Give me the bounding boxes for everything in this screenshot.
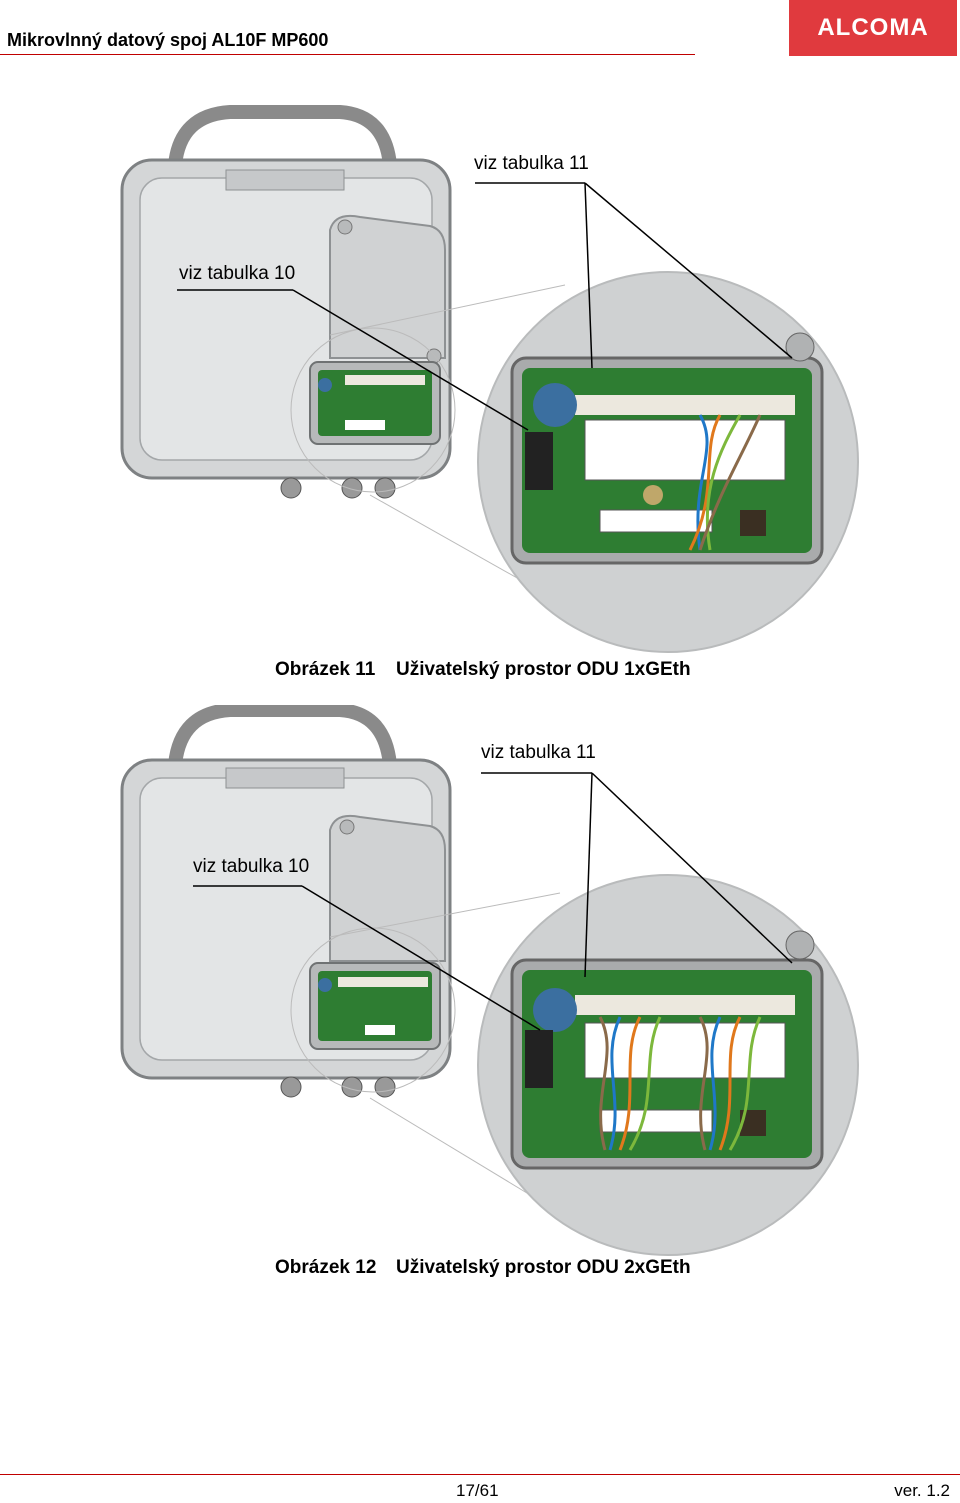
caption-text: Uživatelský prostor ODU 1xGEth xyxy=(396,659,691,680)
document-version: ver. 1.2 xyxy=(894,1481,950,1500)
caption-text: Uživatelský prostor ODU 2xGEth xyxy=(396,1257,691,1278)
header-divider xyxy=(0,54,695,55)
odu-illustration xyxy=(120,705,859,1256)
footer-divider xyxy=(0,1474,960,1475)
caption-number: Obrázek 11 xyxy=(275,659,376,680)
page-number: 17/61 xyxy=(456,1481,499,1500)
callout-table-10: viz tabulka 10 xyxy=(179,263,296,284)
callout-table-11: viz tabulka 11 xyxy=(481,742,596,763)
document-title: Mikrovlnný datový spoj AL10F MP600 xyxy=(7,30,329,50)
callout-table-10: viz tabulka 10 xyxy=(193,856,310,877)
alcoma-logo: ALCOMA xyxy=(789,0,957,56)
callout-table-11: viz tabulka 11 xyxy=(474,153,589,174)
odu-illustration xyxy=(120,105,859,653)
figure-odu-2xgeth: viz tabulka 11 viz tabulka 10 Obrázek 12… xyxy=(0,705,960,1295)
caption-number: Obrázek 12 xyxy=(275,1257,377,1278)
figure-odu-1xgeth: viz tabulka 11 viz tabulka 10 Obrázek 11… xyxy=(0,100,960,700)
